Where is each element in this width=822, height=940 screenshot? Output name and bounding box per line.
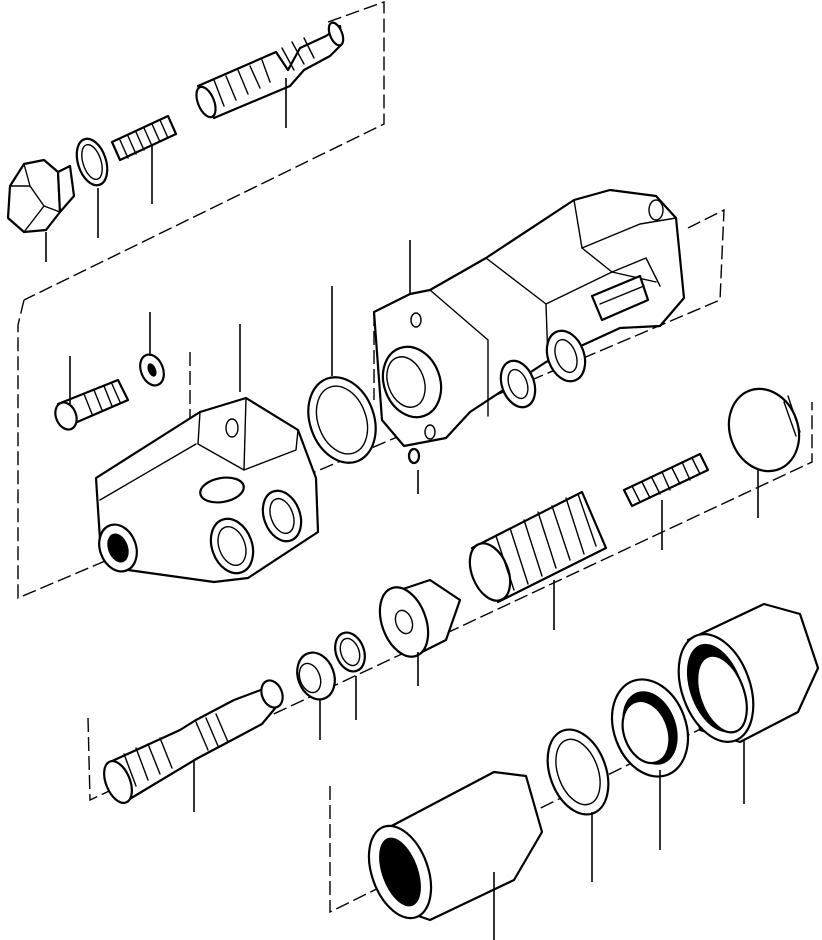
bolt <box>54 356 130 431</box>
plug <box>6 158 76 262</box>
top-group-boundary <box>23 1 385 301</box>
spring-right <box>622 452 710 550</box>
snap-ring <box>334 631 366 720</box>
spool-lower <box>103 679 284 812</box>
o-ring-top <box>75 137 109 238</box>
o-ring-small <box>407 447 421 494</box>
bushing <box>610 678 690 850</box>
body-group-boundary <box>17 208 725 600</box>
coil-spring <box>468 490 608 630</box>
retainer <box>296 651 336 740</box>
o-ring-large <box>307 286 377 464</box>
washer <box>139 312 165 387</box>
spool-group-boundary <box>87 402 813 802</box>
spring-top <box>110 114 178 204</box>
end-cover <box>94 324 320 584</box>
sleeve <box>367 770 544 940</box>
spring-seat <box>378 578 462 686</box>
end-cap <box>727 387 801 518</box>
seal-ring <box>546 728 610 882</box>
outer-sleeve <box>677 602 820 804</box>
spool-top <box>195 21 345 128</box>
assembly-boundaries <box>17 1 813 914</box>
valve-housing <box>372 188 686 448</box>
